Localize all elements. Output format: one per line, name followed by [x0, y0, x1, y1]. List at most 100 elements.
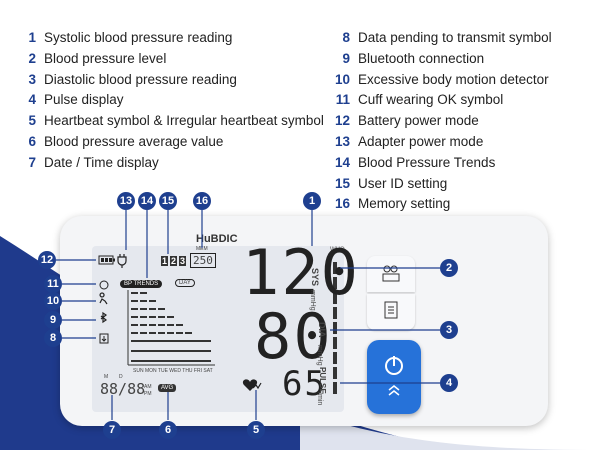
transmit-icon: [99, 333, 109, 344]
legend-number: 13: [334, 134, 350, 149]
legend-text: Excessive body motion detector: [358, 71, 549, 87]
cuff-ok-icon: [99, 280, 109, 290]
legend-item: 4 Pulse display: [14, 90, 124, 110]
lcd-screen: [92, 246, 344, 412]
pulse-unit: /min: [316, 392, 323, 406]
callout-12: 12: [38, 251, 56, 269]
power-button[interactable]: [367, 340, 421, 414]
legend-item: 6 Blood pressure average value: [14, 132, 223, 152]
legend-number: 4: [28, 92, 36, 108]
callout-11: 11: [44, 275, 62, 293]
legend-text: Blood pressure average value: [44, 134, 224, 149]
legend-item: 9 Bluetooth connection: [328, 49, 484, 69]
legend-text: Bluetooth connection: [358, 50, 485, 66]
callout-10: 10: [44, 292, 62, 310]
legend-text: Battery power mode: [358, 113, 479, 129]
legend-item: 15 User ID setting: [328, 174, 447, 194]
legend-item: 2 Blood pressure level: [14, 49, 166, 69]
systolic-reading: 120: [242, 236, 360, 309]
legend-number: 14: [334, 154, 350, 170]
legend-number: 16: [334, 196, 350, 212]
pm-label: PM: [144, 391, 152, 397]
callout-2: 2: [440, 259, 458, 277]
legend-number: 3: [28, 71, 36, 87]
legend-text: Pulse display: [44, 92, 124, 108]
legend-item: 3 Diastolic blood pressure reading: [14, 70, 237, 90]
callout-15: 15: [159, 192, 177, 210]
legend-text: User ID setting: [358, 175, 448, 191]
legend-item: 14 Blood Pressure Trends: [328, 153, 495, 173]
memory-button[interactable]: [367, 294, 415, 330]
legend-text: Adapter power mode: [358, 134, 484, 149]
legend-text: Data pending to transmit symbol: [358, 30, 552, 45]
memory-doc-icon: [384, 301, 398, 319]
callout-6: 6: [159, 421, 177, 439]
callout-7: 7: [103, 421, 121, 439]
legend-item: 1 Systolic blood pressure reading: [14, 28, 232, 48]
legend-item: 13 Adapter power mode: [328, 132, 483, 152]
sys-unit: mmHg: [309, 290, 316, 311]
pulse-label: PULSE: [318, 367, 327, 394]
legend-number: 6: [28, 134, 36, 149]
legend-number: 15: [334, 175, 350, 191]
pulse-reading: 65: [282, 364, 327, 404]
callout-5: 5: [247, 421, 265, 439]
days-label: SUN MON TUE WED THU FRI SAT: [133, 368, 213, 374]
legend-number: 5: [28, 113, 36, 129]
legend-text: Date / Time display: [44, 154, 159, 170]
memory-value: 250: [190, 253, 216, 268]
user-2: 2: [170, 256, 178, 266]
users-icon: [382, 265, 400, 282]
callout-14: 14: [138, 192, 156, 210]
legend-text: Memory setting: [358, 196, 451, 212]
callout-8: 8: [44, 329, 62, 347]
power-icon: [385, 356, 403, 396]
legend-text: Blood pressure level: [44, 50, 167, 66]
legend-number: 1: [28, 30, 36, 45]
day-short-label: D: [119, 374, 123, 380]
user-3: 3: [179, 256, 187, 266]
callout-1: 1: [303, 192, 321, 210]
callout-4: 4: [440, 374, 458, 392]
diastolic-reading: 80: [254, 300, 333, 373]
legend-item: 16 Memory setting: [328, 194, 450, 214]
day-label: DAY: [175, 279, 195, 287]
legend-number: 9: [342, 50, 350, 66]
legend-text: Cuff wearing OK symbol: [358, 92, 504, 108]
user-ids: 1 2 3: [161, 256, 187, 266]
am-label: AM: [144, 384, 152, 390]
avg-label: AVG: [158, 384, 177, 392]
legend-item: 10 Excessive body motion detector: [328, 70, 549, 90]
legend-text: Diastolic blood pressure reading: [44, 71, 237, 87]
user-1: 1: [161, 256, 169, 266]
legend-text: Systolic blood pressure reading: [44, 30, 233, 45]
month-label: M: [104, 374, 109, 380]
bluetooth-icon: [100, 311, 108, 324]
dia-label: DIA: [317, 322, 327, 338]
legend-number: 2: [28, 50, 36, 66]
mem-label: MEM: [196, 246, 208, 252]
legend-number: 10: [334, 71, 350, 87]
legend-number: 11: [335, 92, 350, 108]
callout-9: 9: [44, 311, 62, 329]
who-label: WHO: [330, 247, 345, 253]
date-time-display: 88/88: [100, 380, 146, 398]
dia-unit: mmHg: [316, 345, 323, 366]
heart-icon: [242, 379, 258, 391]
callout-16: 16: [193, 192, 211, 210]
adapter-plug-icon: [117, 254, 127, 268]
legend-text: Heartbeat symbol & Irregular heartbeat s…: [44, 113, 324, 129]
legend-item: 11 Cuff wearing OK symbol: [328, 90, 504, 110]
user-button[interactable]: [367, 256, 415, 292]
legend-text: Blood Pressure Trends: [358, 154, 496, 170]
brand-label: HuBDIC: [196, 233, 238, 245]
trend-bars: [131, 292, 211, 362]
legend-number: 8: [342, 30, 350, 45]
legend-item: 8 Data pending to transmit symbol: [328, 28, 552, 48]
level-bar: [333, 262, 337, 394]
sys-label: SYS: [310, 268, 320, 287]
motion-icon: [99, 292, 108, 305]
